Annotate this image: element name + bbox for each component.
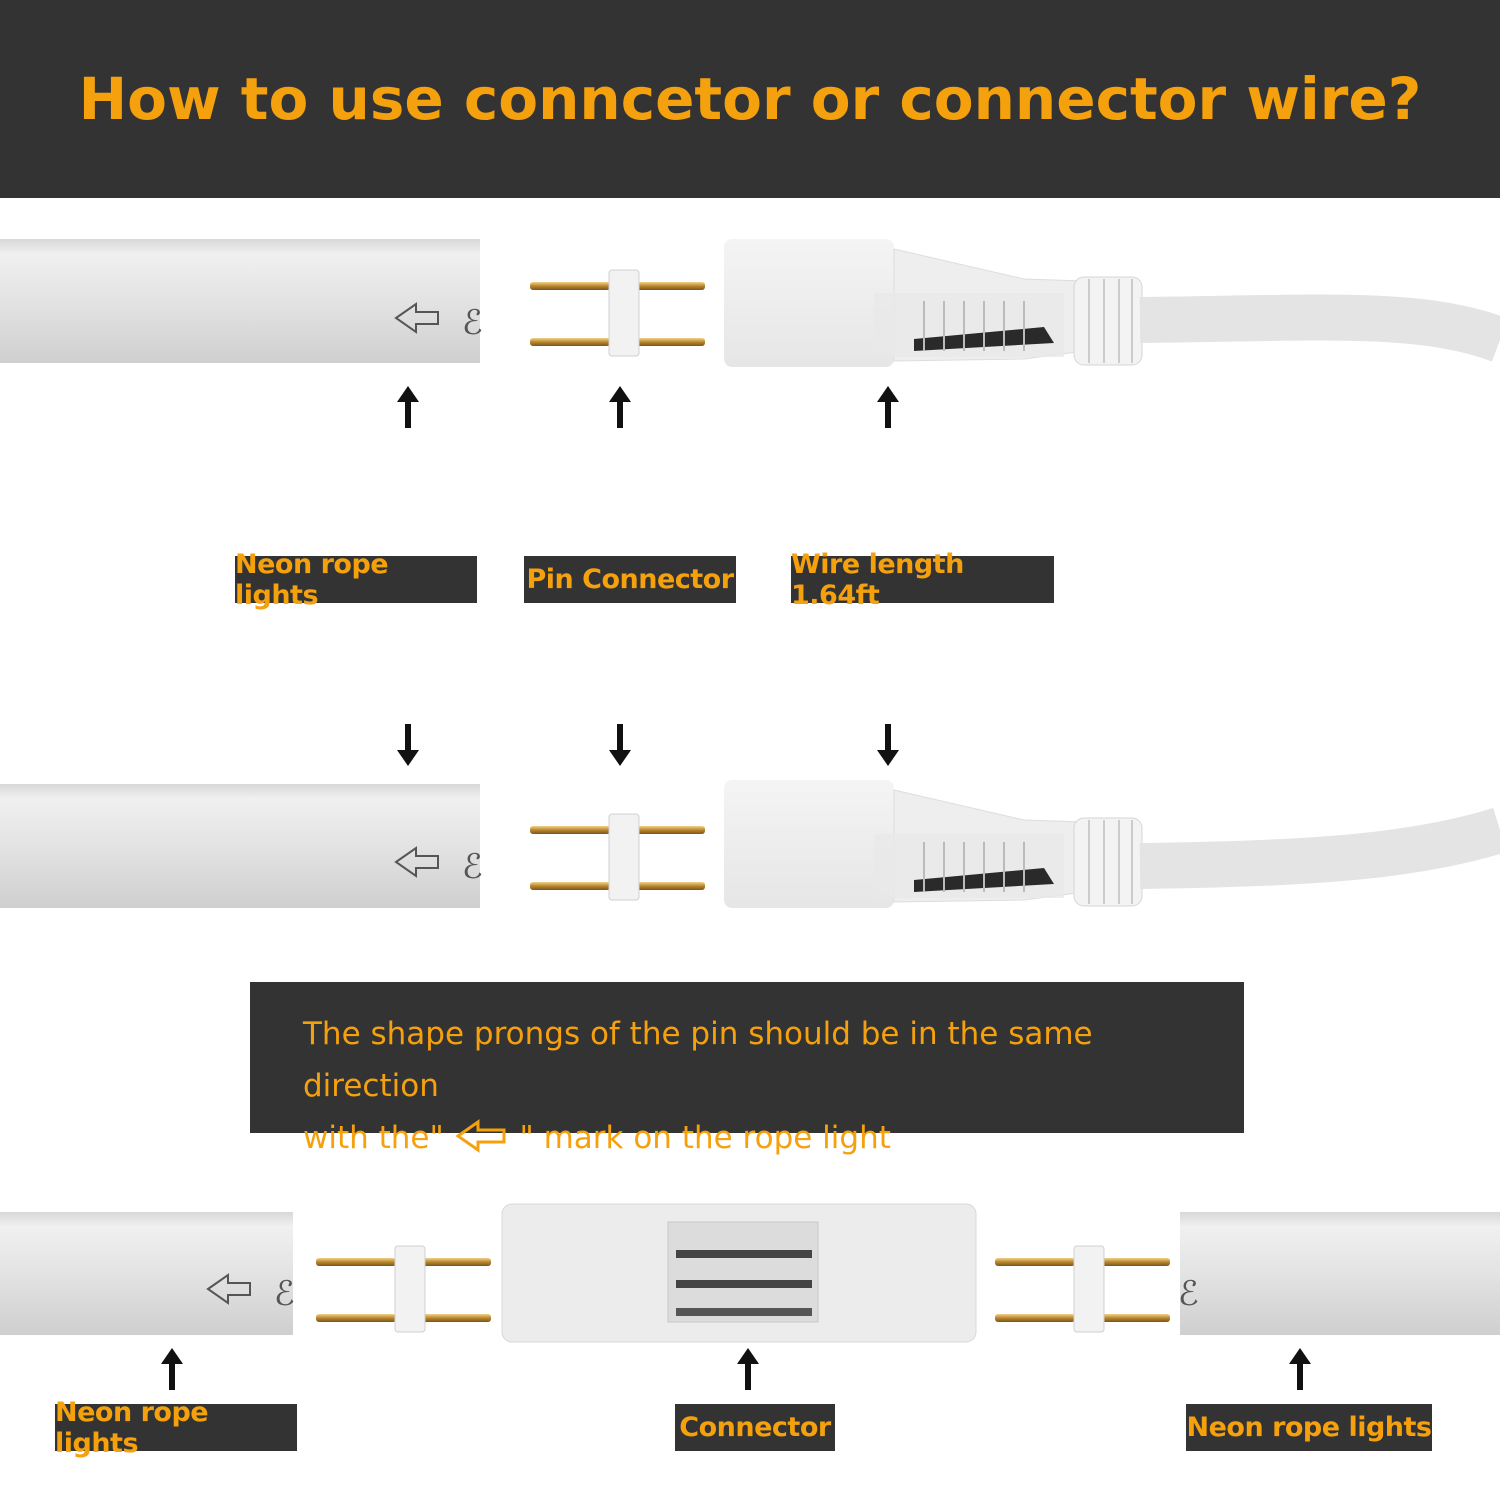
left-arrow-mark-icon (455, 1119, 506, 1153)
svg-text:ℰ: ℰ (1178, 1274, 1199, 1314)
label-neon-rope-lights: Neon rope lights (235, 549, 477, 611)
neon-tube-2 (0, 784, 480, 908)
neon-tube-1 (0, 239, 480, 363)
page-title: How to use conncetor or connector wire? (78, 65, 1422, 133)
label-neon-rope-lights-left: Neon rope lights (55, 1397, 297, 1459)
header-banner: How to use conncetor or connector wire? (0, 0, 1500, 198)
up-arrow-icon (397, 386, 899, 428)
label-pin-connector: Pin Connector (524, 556, 736, 603)
instruction-note: The shape prongs of the pin should be in… (250, 982, 1244, 1156)
svg-text:ℰ: ℰ (462, 847, 483, 887)
neon-tube-left (0, 1212, 293, 1335)
label-connector: Connector (675, 1404, 835, 1451)
neon-tube-right (1180, 1212, 1500, 1335)
svg-text:ℰ: ℰ (274, 1274, 295, 1314)
note-line-2-start: with the" (303, 1120, 444, 1156)
note-line-2: with the" " mark on the rope light (303, 1112, 1224, 1164)
note-line-2-end: " mark on the rope light (519, 1120, 891, 1156)
up-arrow-icon-row3 (161, 1348, 1311, 1390)
label-wire-length: Wire length 1.64ft (791, 549, 1054, 611)
note-line-1: The shape prongs of the pin should be in… (303, 1016, 1093, 1104)
down-arrow-icon (397, 724, 899, 766)
label-neon-rope-lights-right: Neon rope lights (1186, 1404, 1432, 1451)
svg-text:ℰ: ℰ (462, 303, 483, 343)
